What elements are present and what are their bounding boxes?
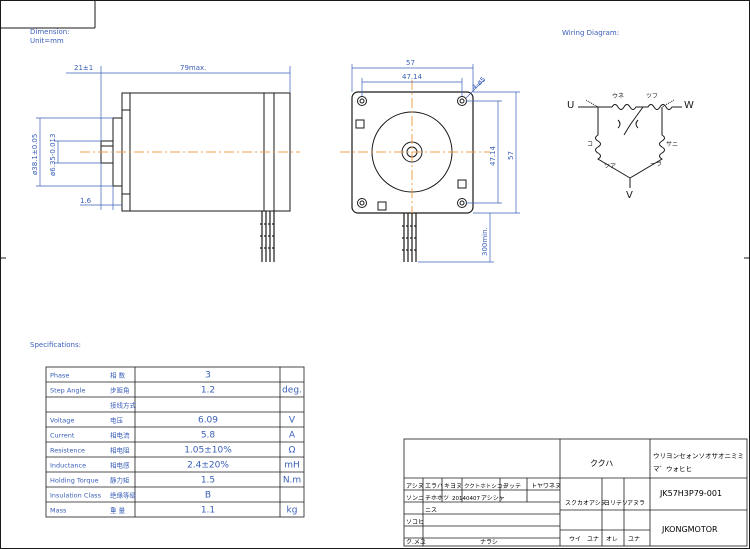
spec-cn-label: 绝缘等级 — [110, 491, 137, 500]
tb-bottom-3: オレ — [606, 536, 618, 543]
spec-grid — [45, 366, 305, 518]
spec-cn-label: 步距角 — [110, 386, 130, 395]
side-dimension-lines — [36, 66, 291, 210]
spec-cn-label: 接线方式 — [110, 401, 137, 410]
spec-en-label: Mass — [50, 507, 67, 515]
tb-row4: ソコヒ — [406, 519, 424, 526]
spec-value: 1.1 — [201, 506, 215, 516]
spec-en-label: Current — [50, 432, 75, 440]
tb-bottom-2: ユナ — [587, 536, 599, 543]
tb-name-line2: マ゛ウォヒヒ — [653, 465, 692, 473]
spec-en-label: Phase — [50, 372, 69, 380]
side-view: 21±1 79max. 1.6 ø38.1±0.05 ø6.35-0.013 — [31, 64, 300, 262]
title-block-grid — [403, 438, 748, 547]
tb-header-2: エラハ — [425, 483, 443, 490]
tb-header-4: ククトホトシコナ — [464, 483, 508, 490]
spec-en-label: Resistence — [50, 447, 85, 455]
spec-value: 1.5 — [201, 476, 215, 486]
spec-value: 2.4±20% — [187, 461, 229, 471]
shaft-length-dim: 21±1 — [74, 64, 93, 72]
spec-unit: N.m — [283, 476, 301, 486]
side-leads — [260, 211, 276, 262]
spec-cn-label: 相电感 — [110, 461, 130, 470]
winding-tag-5: ツア — [604, 163, 616, 170]
spec-value: B — [205, 491, 211, 501]
spec-unit: mH — [284, 461, 300, 471]
dimension-label: Dimension: — [30, 28, 70, 36]
body-length-dim: 79max. — [180, 64, 206, 72]
mounting-holes — [355, 96, 467, 211]
tb-company: JKONGMOTOR — [661, 525, 718, 534]
tb-mid-1: スクカオアシヌ — [565, 500, 607, 507]
winding-tag-3: コ — [587, 141, 593, 148]
spec-unit: Ω — [289, 446, 296, 456]
terminal-w: W — [684, 100, 694, 111]
terminal-u: U — [567, 100, 574, 111]
tb-header-5: ヲッテ — [503, 483, 521, 490]
spec-cn-label: 静力矩 — [110, 476, 130, 485]
spec-cn-label: 相电阻 — [110, 446, 130, 455]
spec-en-label: Voltage — [50, 417, 74, 425]
front-leads — [402, 213, 418, 262]
spec-cn-label: 重 量 — [110, 507, 126, 515]
spec-value: 1.05±10% — [184, 446, 232, 456]
spec-cn-label: 相 数 — [110, 371, 126, 380]
wiring-diagram: U W V ウネ ツフ コ サニ ツア ーラ — [567, 92, 694, 201]
front-view: 57 47.14 4-ø5 57 47.14 300min. — [340, 59, 520, 263]
spec-value: 1.2 — [201, 386, 215, 396]
winding-tag-6: ーラ — [650, 161, 662, 168]
winding-tag-2: ツフ — [646, 93, 658, 100]
shaft-diameter-dim: ø6.35-0.013 — [49, 134, 57, 176]
lead-length-dim: 300min. — [481, 227, 489, 256]
tb-name-line1: ウリヨンセォンソオサオニミミ — [653, 452, 744, 460]
boss-diameter-dim: ø38.1±0.05 — [31, 134, 39, 175]
spec-en-label: Inductance — [50, 462, 86, 470]
tb-mid-2: ヨリテソ — [604, 500, 628, 507]
hole-pitch-v-dim: 47.14 — [489, 145, 497, 166]
tb-part-number: JK57H3P79-001 — [659, 489, 722, 498]
flat-dim: 1.6 — [80, 197, 92, 205]
specifications-label: Specifications: — [30, 341, 81, 349]
tb-header-1: アシヌ — [406, 483, 424, 490]
spec-unit: deg. — [282, 386, 302, 396]
title-block: アシヌ エラハ キヨヌ ククトホトシコナ ヲッテ トヤワネヌ ソンニ チホホツ … — [403, 438, 748, 547]
tb-center-mark: ククハ — [590, 459, 613, 468]
spec-unit: kg — [287, 506, 298, 516]
wiring-diagram-label: Wiring Diagram: — [562, 29, 619, 37]
tb-row5-2: ナラシ — [480, 539, 498, 546]
winding-tag-1: ウネ — [612, 92, 624, 100]
wiring-lines — [578, 99, 682, 188]
tb-row5-1: ク.メユ — [406, 539, 426, 546]
tb-row2-1: ソンニ — [406, 495, 424, 502]
spec-value: 6.09 — [198, 416, 218, 426]
unit-label: Unit=mm — [30, 37, 64, 45]
spec-cn-label: 相电流 — [110, 431, 130, 440]
tb-header-3: キヨヌ — [444, 483, 462, 490]
spec-en-label: Holding Torque — [50, 477, 99, 485]
front-dimension-lines — [351, 64, 520, 263]
face-height-dim: 57 — [507, 151, 515, 160]
tb-header-6: トヤワネヌ — [531, 483, 561, 490]
tb-row3: ニス — [425, 507, 437, 514]
spec-cn-label: 电压 — [110, 416, 124, 425]
tb-bottom-1: ウイ — [569, 535, 581, 543]
spec-value: 3 — [205, 371, 211, 381]
terminal-v: V — [626, 190, 633, 201]
spec-unit: V — [289, 416, 296, 426]
spec-value: 5.8 — [201, 431, 216, 441]
face-width-dim: 57 — [406, 59, 415, 67]
hole-pitch-h-dim: 47.14 — [402, 73, 423, 81]
winding-tag-4: サニ — [666, 141, 678, 148]
spec-unit: A — [289, 431, 296, 441]
spec-en-label: Insulation Class — [50, 492, 102, 500]
front-centerlines — [340, 80, 490, 220]
tb-row2-2: チホホツ — [425, 495, 449, 502]
tb-mid-3: アヌラ — [627, 500, 645, 507]
tb-bottom-4: ユナ — [628, 536, 640, 543]
tb-row2-date: 20140407 — [452, 496, 480, 502]
tb-row2-4: アシシャ — [481, 495, 505, 502]
spec-en-label: Step Angle — [50, 387, 85, 395]
